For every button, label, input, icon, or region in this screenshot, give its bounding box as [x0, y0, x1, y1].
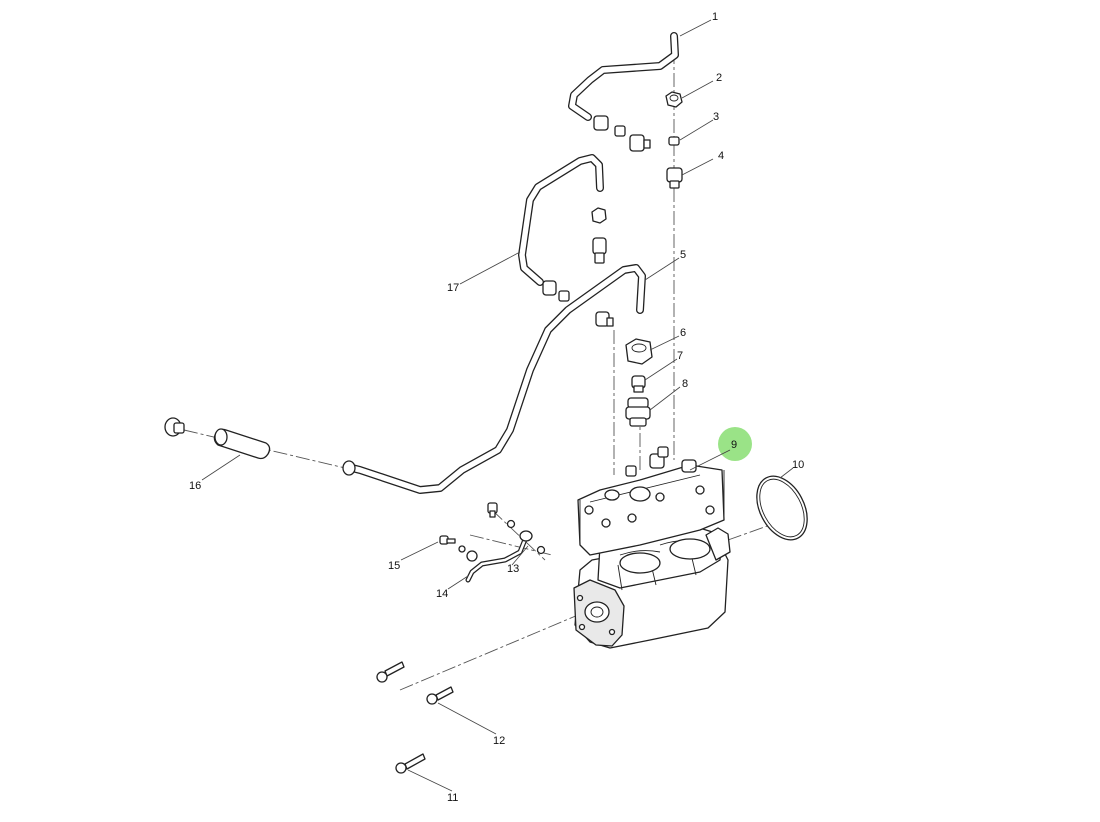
part-11-bolt[interactable] [395, 753, 426, 774]
part-16-hose[interactable] [164, 417, 271, 460]
part-14-tube[interactable] [458, 530, 533, 583]
part-17-pipe[interactable] [518, 154, 607, 302]
part-2-nut[interactable] [665, 91, 683, 108]
callout-10[interactable]: 10 [792, 459, 804, 471]
part-9-compressor[interactable] [573, 446, 731, 649]
callout-13[interactable]: 13 [507, 563, 519, 575]
callout-5[interactable]: 5 [680, 249, 686, 261]
callout-12[interactable]: 12 [493, 735, 505, 747]
callout-2[interactable]: 2 [716, 72, 722, 84]
callout-9[interactable]: 9 [731, 439, 737, 451]
part-7-fitting[interactable] [631, 375, 646, 393]
callout-labels: 1 2 3 4 5 6 7 8 9 10 11 12 13 14 15 16 1… [189, 11, 804, 804]
callout-16[interactable]: 16 [189, 480, 201, 492]
part-5-pipe[interactable] [342, 264, 646, 494]
part-15-bolt[interactable] [439, 535, 456, 545]
callout-8[interactable]: 8 [682, 378, 688, 390]
callout-11[interactable]: 11 [447, 792, 458, 804]
callout-9-highlight [718, 427, 752, 461]
part-12-bolt[interactable] [376, 661, 454, 705]
callout-3[interactable]: 3 [713, 111, 719, 123]
part-10-o-ring[interactable] [747, 468, 818, 549]
callout-4[interactable]: 4 [718, 150, 724, 162]
leader-lines [201, 19, 794, 792]
part-8-union[interactable] [625, 397, 651, 427]
part-4-fitting[interactable] [666, 167, 683, 189]
part-13-banjo-fitting[interactable] [487, 502, 546, 555]
part-6-hex-nut[interactable] [625, 338, 653, 365]
callout-1[interactable]: 1 [712, 11, 718, 23]
part-1-pipe[interactable] [568, 32, 679, 152]
callout-7[interactable]: 7 [677, 350, 683, 362]
callout-17[interactable]: 17 [447, 282, 459, 294]
callout-15[interactable]: 15 [388, 560, 400, 572]
part-3-ring[interactable] [668, 136, 680, 146]
callout-14[interactable]: 14 [436, 588, 448, 600]
callout-6[interactable]: 6 [680, 327, 686, 339]
